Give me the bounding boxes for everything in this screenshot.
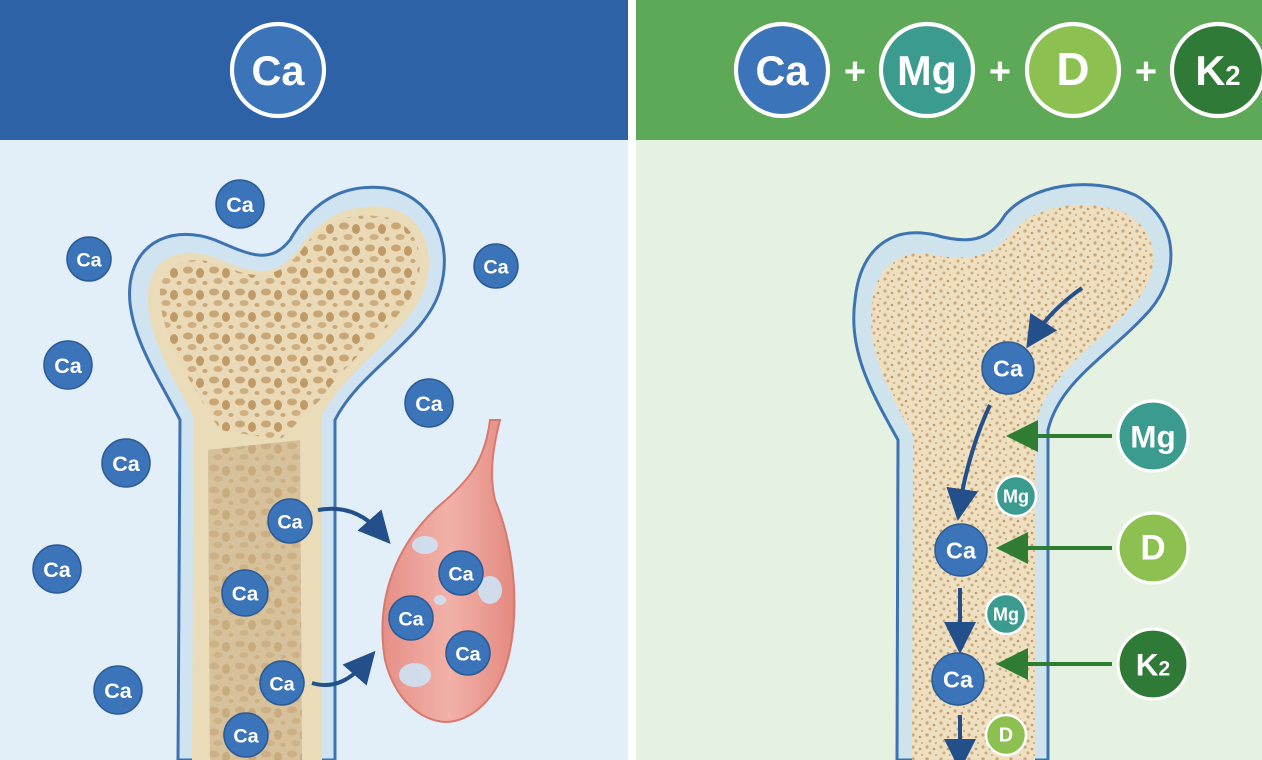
muscle-calcium-badge: Ca — [438, 550, 484, 596]
bone-calcium-badge: Ca — [981, 341, 1035, 395]
badge-label: Ca — [76, 249, 102, 271]
badge-label: Ca — [946, 538, 977, 564]
bone-calcium-badge: Ca — [223, 712, 269, 758]
loose-calcium-badge: Ca — [215, 179, 265, 229]
badge-label: Ca — [398, 608, 424, 630]
badge-label: Ca — [448, 563, 474, 585]
bone-calcium-badge: Ca — [221, 569, 269, 617]
badge-label: Ca — [226, 192, 255, 217]
bone-nutrient-badge: Mg — [994, 474, 1038, 518]
bone-nutrient-badge: Mg — [984, 592, 1028, 636]
badge-label: Ca — [455, 643, 481, 665]
side-nutrient-badge-d: D — [1116, 511, 1190, 585]
arrow-to-muscle-lower — [311, 650, 376, 688]
header-badge-k2: K2 — [1169, 21, 1262, 119]
badge-label: Ca — [269, 673, 295, 695]
bone-nutrient-badge: D — [984, 713, 1028, 757]
bone-calcium-badge: Ca — [931, 652, 985, 706]
muscle-calcium-badge: Ca — [445, 630, 491, 676]
side-nutrient-badge-mg: Mg — [1116, 399, 1190, 473]
right-arrows — [944, 286, 1112, 760]
badge-label: Mg — [993, 605, 1019, 625]
badge-label: Ca — [252, 48, 306, 94]
badge-label: Ca — [54, 353, 83, 378]
loose-calcium-badge: Ca — [473, 243, 519, 289]
badge-label: D — [1140, 529, 1165, 568]
arrow-to-muscle-upper — [317, 506, 391, 544]
badge-label: Ca — [277, 511, 303, 533]
side-nutrient-badge-k2: K2 — [1116, 627, 1190, 701]
left-femur-bone — [128, 185, 446, 760]
plus-sign: + — [1135, 51, 1157, 93]
loose-calcium-badge: Ca — [32, 544, 82, 594]
panel-divider — [628, 0, 636, 760]
badge-label: D — [1056, 43, 1089, 95]
plus-sign: + — [844, 51, 866, 93]
header-badge-ca: Ca — [733, 21, 831, 119]
badge-label: Ca — [104, 678, 133, 703]
loose-calcium-badge: Ca — [43, 340, 93, 390]
badge-label: K2 — [1136, 647, 1170, 683]
muscle-calcium-badge: Ca — [388, 595, 434, 641]
plus-sign: + — [989, 51, 1011, 93]
header-badge-mg: Mg — [878, 21, 976, 119]
bone-calcium-badge: Ca — [259, 660, 305, 706]
loose-calcium-badge: Ca — [101, 438, 151, 488]
loose-calcium-badge: Ca — [66, 236, 112, 282]
badge-label: Ca — [483, 256, 509, 278]
badge-label: Mg — [1130, 419, 1175, 455]
badge-label: Ca — [232, 583, 259, 606]
badge-label: Mg — [1003, 487, 1029, 507]
header-badge-d: D — [1024, 21, 1122, 119]
badge-label: Ca — [43, 557, 72, 582]
badge-label: Mg — [897, 48, 957, 94]
badge-label: Ca — [756, 48, 810, 94]
bone-calcium-badge: Ca — [934, 523, 988, 577]
header-badge-ca: Ca — [229, 21, 327, 119]
badge-label: Ca — [415, 391, 444, 416]
badge-label: Ca — [233, 725, 259, 747]
bone-calcium-badge: Ca — [267, 498, 313, 544]
loose-calcium-badge: Ca — [93, 665, 143, 715]
badge-label: K2 — [1195, 48, 1240, 94]
badge-label: D — [999, 725, 1013, 747]
badge-label: Ca — [112, 451, 141, 476]
loose-calcium-badge: Ca — [404, 378, 454, 428]
badge-label: Ca — [943, 667, 974, 693]
badge-label: Ca — [993, 356, 1024, 382]
